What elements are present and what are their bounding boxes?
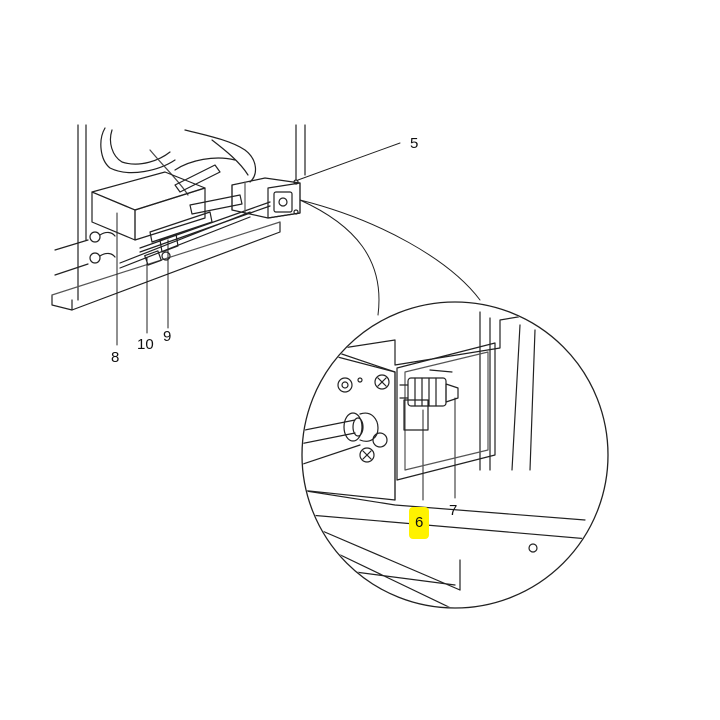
zoom-connector (299, 199, 481, 316)
callout-10: 10 (137, 336, 154, 353)
leader-lines (116, 142, 456, 501)
callout-7: 7 (449, 502, 458, 519)
main-assembly (51, 124, 306, 311)
callout-6-highlighted: 6 (409, 507, 430, 539)
callout-5: 5 (410, 135, 419, 152)
callout-9: 9 (163, 328, 172, 345)
callout-8: 8 (111, 349, 120, 366)
detail-zoom-circle (301, 301, 609, 609)
